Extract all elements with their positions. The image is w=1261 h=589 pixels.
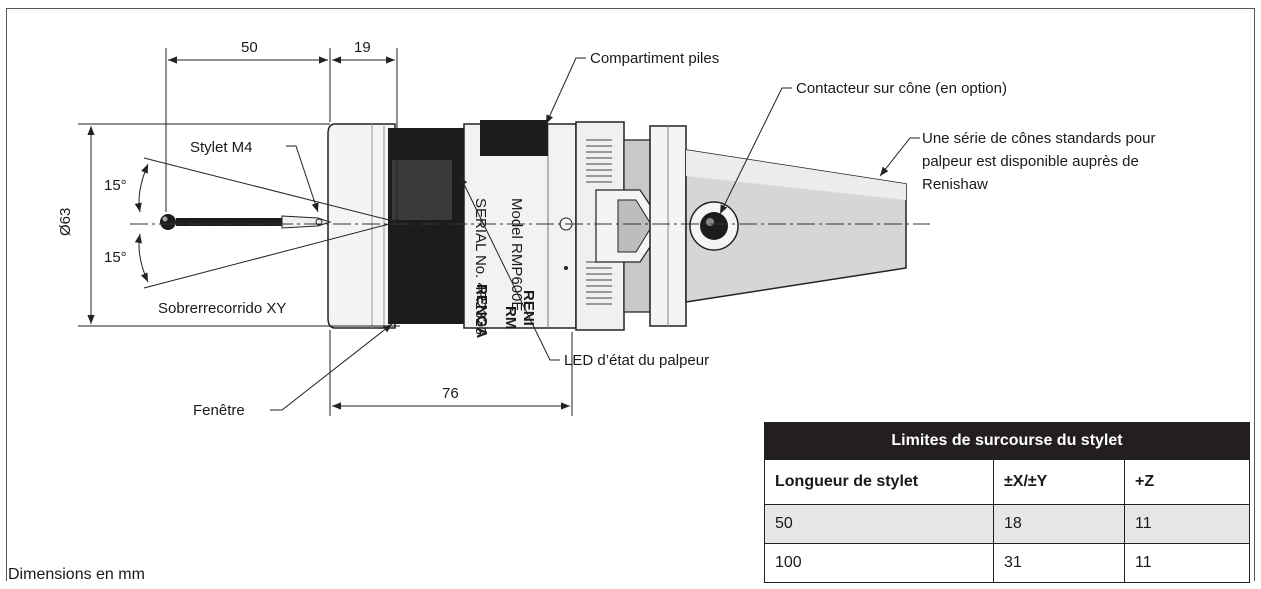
table-cell: 11 <box>1124 504 1250 544</box>
table-title: Limites de surcourse du stylet <box>764 422 1250 460</box>
shank-note-line2: palpeur est disponible auprès de <box>922 153 1139 170</box>
callouts: Compartiment piles Contacteur sur cône (… <box>158 50 1155 419</box>
shank-note-line1: Une série de cônes standards pour <box>922 130 1155 147</box>
table-row: 50 18 11 <box>764 504 1250 544</box>
stylus-label: Stylet M4 <box>190 139 253 156</box>
window-label: Fenêtre <box>193 402 245 419</box>
shank-switch-label: Contacteur sur cône (en option) <box>796 80 1007 97</box>
serial-marking: SERIAL No. 4R2323 <box>472 198 489 335</box>
shank-note-line3: Renishaw <box>922 176 988 193</box>
table-cell: 11 <box>1124 543 1250 583</box>
brand-marking-small: RM <box>502 306 519 329</box>
dimension-63-label: Ø63 <box>57 208 74 236</box>
table-cell: 18 <box>993 504 1125 544</box>
units-footnote: Dimensions en mm <box>8 566 145 583</box>
column-header-xy: ±X/±Y <box>993 459 1125 505</box>
brand-marking-large: RENI <box>520 290 537 326</box>
battery-compartment-label: Compartiment piles <box>590 50 719 67</box>
dimension-50-19: 50 19 <box>165 39 398 222</box>
table-cell: 50 <box>764 504 994 544</box>
brand-marking-side: RENGA <box>473 284 490 338</box>
dimension-76-label: 76 <box>442 385 459 402</box>
table-cell: 100 <box>764 543 994 583</box>
dimension-76: 76 <box>329 330 573 416</box>
probe-body: SERIAL No. 4R2323 Model RMP600E RENI RM … <box>160 120 907 338</box>
led-label: LED d’état du palpeur <box>564 352 709 369</box>
dimension-63: Ø63 <box>57 123 400 327</box>
overtravel-limits-table: Limites de surcourse du stylet Longueur … <box>764 422 1250 583</box>
dimension-19-label: 19 <box>354 39 371 56</box>
angle-top-label: 15° <box>104 177 127 194</box>
overtravel-angles: 15° 15° <box>104 157 398 289</box>
column-header-z: +Z <box>1124 459 1250 505</box>
table-row: 100 31 11 <box>764 543 1250 583</box>
table-cell: 31 <box>993 543 1125 583</box>
column-header-stylus-length: Longueur de stylet <box>764 459 994 505</box>
dimension-50-label: 50 <box>241 39 258 56</box>
drawing-frame <box>6 8 1255 581</box>
overtravel-label: Sobrerrecorrido XY <box>158 300 286 317</box>
angle-bottom-label: 15° <box>104 249 127 266</box>
